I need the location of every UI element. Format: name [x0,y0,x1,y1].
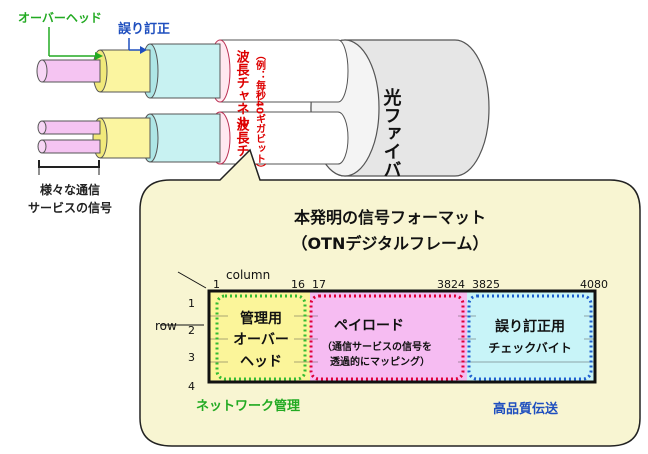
row-ticks: 1 2 3 4 [188,297,195,393]
signals-callout: 様々な通信 サービスの信号 [28,160,112,215]
payload-block-text: ペイロード （通信サービスの信号を 透過的にマッピング） [318,310,458,370]
fec-border [467,294,593,381]
frame-title-2: （OTNデジタルフレーム） [291,234,488,253]
channel-text-upper: 波長チャネル （例：毎秒40ギガビット） [234,49,267,173]
payload-title: ペイロード [334,318,404,334]
row-tick-1: 1 [188,297,195,310]
signals-label-2: サービスの信号 [28,200,112,215]
row-label: row [155,319,177,333]
fec-label: 誤り訂正 [118,21,170,37]
channel-lower [37,111,349,165]
col-tick-1: 1 [213,278,220,291]
overhead-block-text: 管理用 オーバー ヘッド [228,302,294,374]
col-tick-3824: 3824 [437,278,465,291]
network-mgmt-label: ネットワーク管理 [196,398,300,414]
row-tick-4: 4 [188,380,195,393]
high-quality-label: 高品質伝送 [493,401,559,417]
overhead-text-2: オーバー [233,332,289,348]
fec-text-2: チェックバイト [488,341,571,355]
col-tick-16: 16 [291,278,305,291]
overhead-border [215,294,307,381]
payload-border [309,294,465,381]
column-ticks: 1 16 17 3824 3825 4080 [213,278,608,291]
col-tick-4080: 4080 [580,278,608,291]
col-tick-17: 17 [312,278,326,291]
otn-frame: 管理用 オーバー ヘッド ペイロード （通信サービスの信号を 透過的にマッピング… [207,289,597,384]
overhead-text-1: 管理用 [240,310,282,327]
payload-sub-1: （通信サービスの信号を [322,340,432,353]
overhead-arrow-icon [95,52,103,60]
fec-block-text: 誤り訂正用 チェックバイト [476,312,584,356]
fiber-label: 光ファイバ [381,87,403,178]
frame-title-1: 本発明の信号フォーマット [294,208,486,227]
frame-outline [207,289,597,384]
payload-sub-2: 透過的にマッピング） [330,355,430,368]
col-tick-3825: 3825 [472,278,500,291]
overhead-label: オーバーヘッド [18,11,102,25]
overhead-text-3: ヘッド [240,354,282,370]
row-tick-3: 3 [188,351,195,364]
top-callouts: オーバーヘッド 誤り訂正 [18,11,170,60]
fiber-cable: 波長チャネル （例：毎秒40ギガビット） 波長チャネル 光ファイバ [36,39,490,196]
channel-label-upper: 波長チャネル [234,49,250,128]
fec-text-1: 誤り訂正用 [495,318,565,335]
signals-label-1: 様々な通信 [40,182,100,197]
fec-arrow-icon [140,46,147,54]
channel-upper [36,39,349,103]
column-label: column [226,268,270,282]
row-tick-2: 2 [188,324,195,337]
channel-note: （例：毎秒40ギガビット） [254,50,267,174]
